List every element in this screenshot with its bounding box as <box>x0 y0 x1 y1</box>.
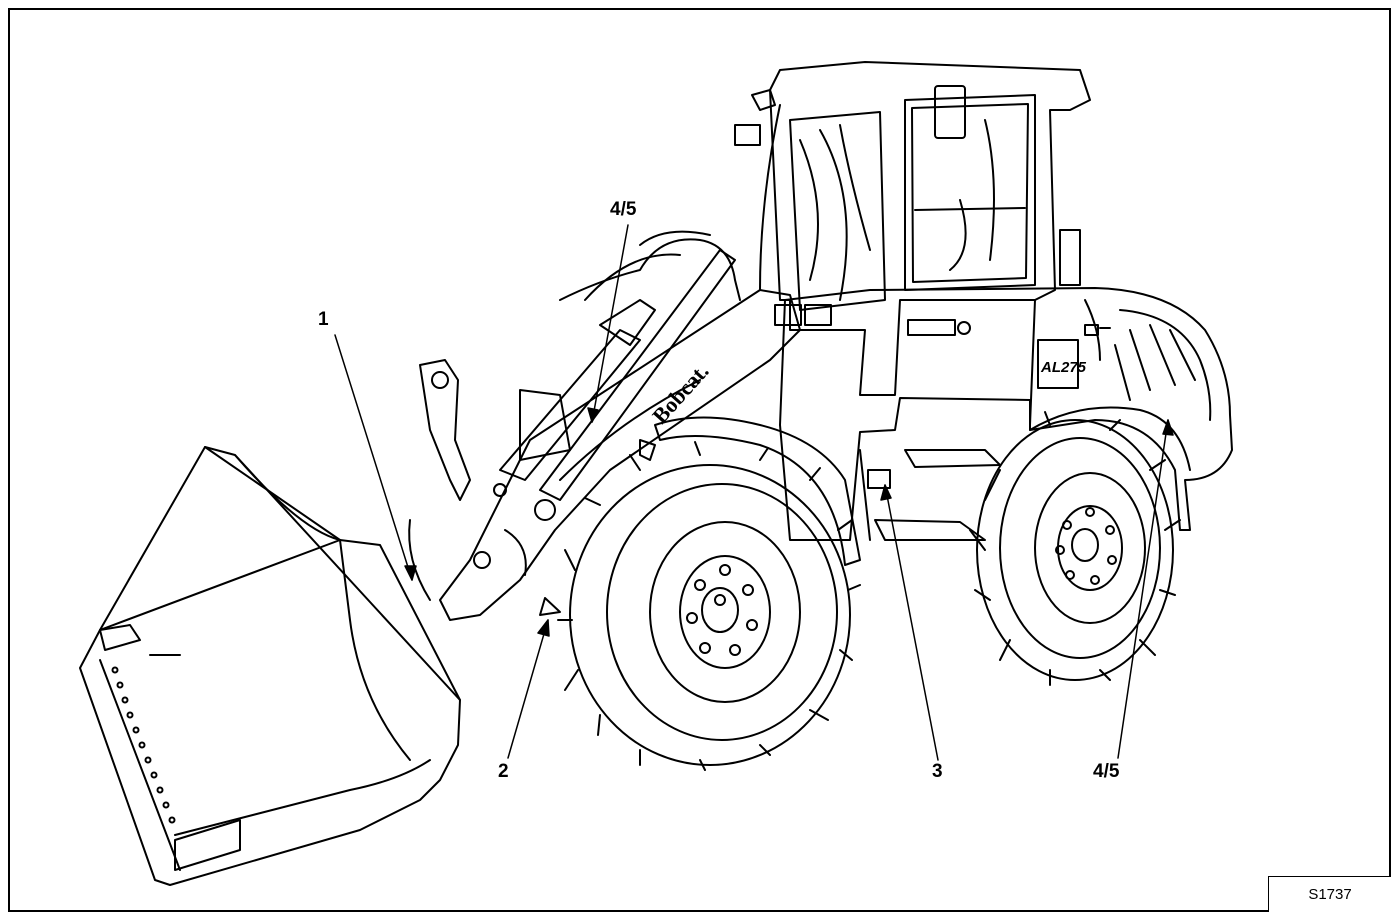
callout-1: 1 <box>318 309 329 330</box>
callout-leaders <box>334 224 1174 761</box>
leader-1 <box>334 334 413 581</box>
front-wheel <box>557 441 861 771</box>
drawing-frame <box>8 8 1391 912</box>
callout-2: 2 <box>498 761 509 782</box>
callout-45-bottom: 4/5 <box>1093 761 1120 782</box>
rear-body <box>779 287 1233 541</box>
rear-wheel <box>969 411 1181 686</box>
leader-45-top <box>591 224 629 423</box>
arrow-45-bottom-icon <box>1162 419 1174 436</box>
arrow-1-icon <box>404 565 417 581</box>
arrow-3-icon <box>880 484 892 501</box>
front-fender <box>654 416 861 566</box>
model-decal: AL275 <box>1040 359 1087 376</box>
cab: AL275 <box>734 61 1111 396</box>
callout-3: 3 <box>932 761 943 782</box>
leader-3 <box>884 484 939 761</box>
leader-45-bottom <box>1117 419 1169 759</box>
arrow-45-top-icon <box>587 407 599 423</box>
bucket <box>79 446 461 886</box>
callout-45-top: 4/5 <box>610 199 637 220</box>
loader-arms: Bobcat. <box>408 230 801 621</box>
leader-2 <box>507 619 549 759</box>
arrow-2-icon <box>537 619 550 637</box>
figure-id-label: S1737 <box>1268 876 1391 912</box>
